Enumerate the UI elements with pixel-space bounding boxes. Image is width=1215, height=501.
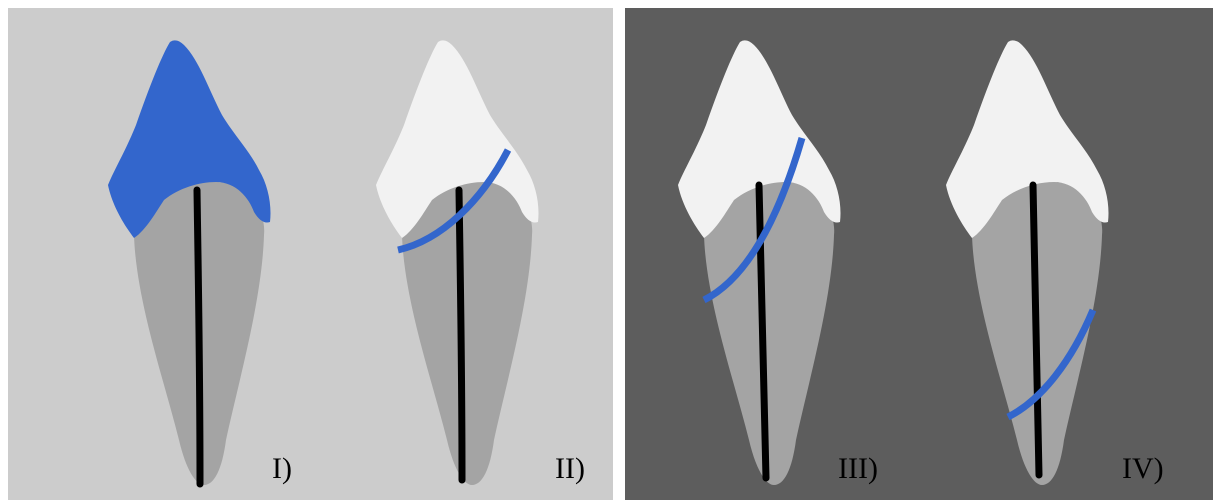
canal-ii — [459, 190, 462, 480]
canal-i — [197, 190, 200, 484]
panel-label-iv: IV) — [1122, 452, 1164, 485]
panel-label-i: I) — [272, 452, 292, 485]
panel-label-iii: III) — [838, 452, 878, 485]
panel-label-ii: II) — [555, 452, 585, 485]
